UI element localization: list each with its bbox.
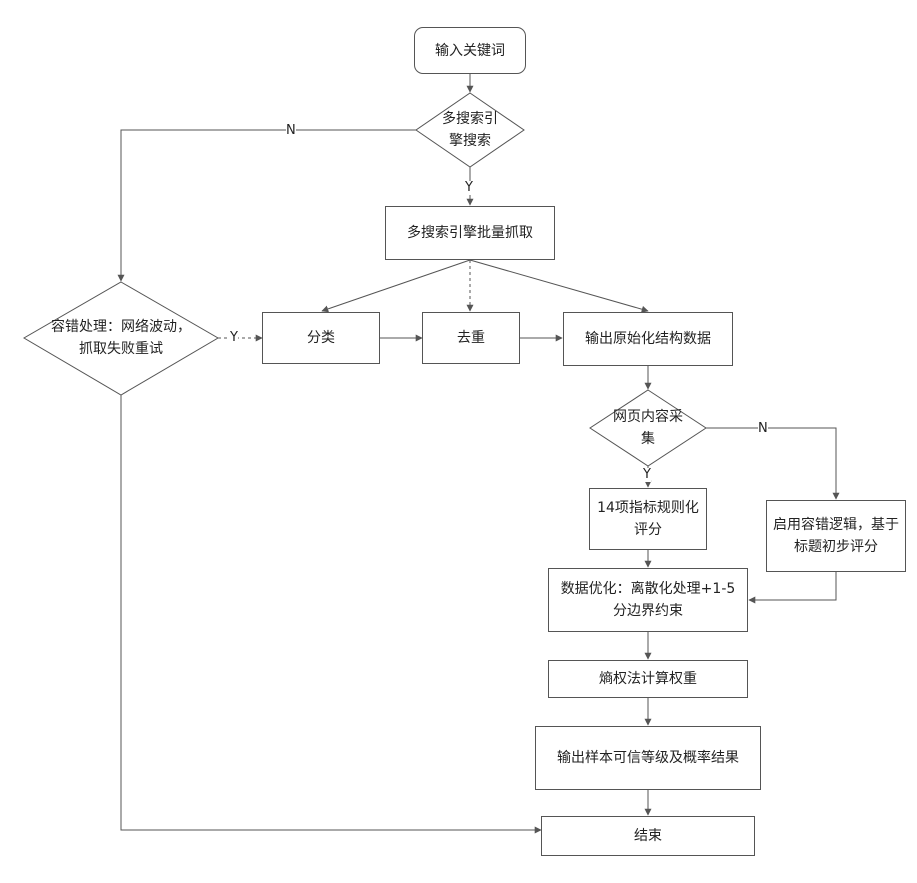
output-struct-node: 输出原始化结构数据 <box>563 312 733 366</box>
start-node: 输入关键词 <box>414 27 526 74</box>
fault-tolerance-label: 容错处理：网络波动，抓取失败重试 <box>50 315 192 361</box>
entropy-weight-node: 熵权法计算权重 <box>548 660 748 698</box>
edge-label-collect-no: N <box>758 422 768 436</box>
entropy-weight-label: 熵权法计算权重 <box>599 668 697 690</box>
output-result-label: 输出样本可信等级及概率结果 <box>557 747 739 769</box>
edge-label-retry-yes: Y <box>230 331 238 345</box>
edge-label-collect-yes: Y <box>643 468 651 482</box>
end-node: 结束 <box>541 816 755 856</box>
classify-node: 分类 <box>262 312 380 364</box>
dedup-node: 去重 <box>422 312 520 364</box>
data-optimize-node: 数据优化：离散化处理+1-5分边界约束 <box>548 568 748 632</box>
edge-crawl-to-output <box>470 260 648 311</box>
edge-retry-to-end <box>121 395 541 830</box>
data-optimize-label: 数据优化：离散化处理+1-5分边界约束 <box>555 578 741 622</box>
fallback-scoring-label: 启用容错逻辑，基于标题初步评分 <box>773 514 899 558</box>
indicator-scoring-label: 14项指标规则化评分 <box>596 497 700 541</box>
edge-crawl-to-classify <box>322 260 470 311</box>
output-result-node: 输出样本可信等级及概率结果 <box>535 726 761 790</box>
edge-search-no <box>121 130 416 281</box>
batch-crawl-node: 多搜索引擎批量抓取 <box>385 206 555 260</box>
edge-label-search-yes: Y <box>465 181 473 195</box>
decision-search-label: 多搜索引擎搜索 <box>436 108 504 152</box>
start-label: 输入关键词 <box>435 40 505 62</box>
batch-crawl-label: 多搜索引擎批量抓取 <box>407 222 533 244</box>
edge-fallback-to-optimize <box>749 572 836 600</box>
dedup-label: 去重 <box>457 327 485 349</box>
edge-collect-no <box>706 428 836 499</box>
end-label: 结束 <box>634 825 662 847</box>
fallback-scoring-node: 启用容错逻辑，基于标题初步评分 <box>766 500 906 572</box>
edge-label-search-no: N <box>286 124 296 138</box>
classify-label: 分类 <box>307 327 335 349</box>
output-struct-label: 输出原始化结构数据 <box>585 328 711 350</box>
indicator-scoring-node: 14项指标规则化评分 <box>589 488 707 550</box>
decision-collect-label: 网页内容采集 <box>612 406 684 450</box>
